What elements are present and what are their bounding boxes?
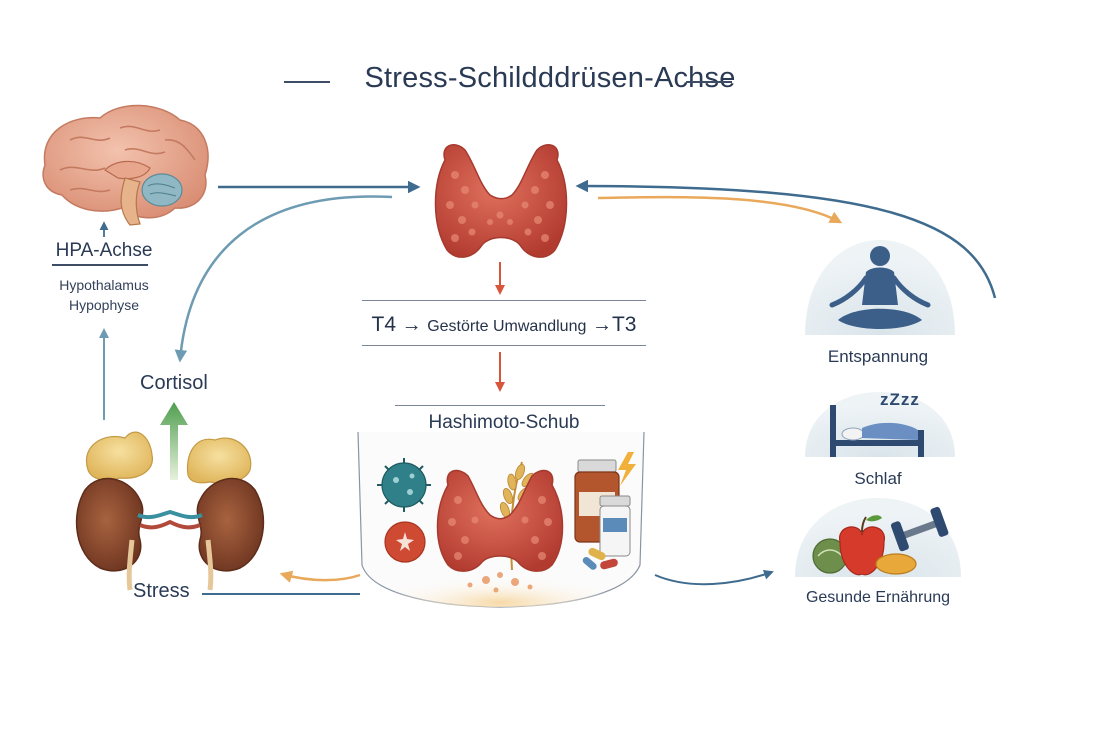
- cell-icon: [384, 521, 426, 563]
- sleep-label: Schlaf: [854, 469, 902, 488]
- zzz-icon: zZzz: [880, 390, 920, 409]
- conversion-rule-top: [362, 300, 646, 302]
- stress-label: Stress: [133, 580, 190, 602]
- arrow-relaxation-to-thyroid: [575, 179, 997, 299]
- arrow-thyroid-to-relaxation: [597, 195, 843, 224]
- cortisol-green-arrow: [160, 402, 188, 480]
- kidneys-icon: [75, 431, 265, 591]
- nutrition-icon: [795, 498, 961, 577]
- conversion-rule-bottom: [362, 345, 646, 347]
- hpa-axis-rule: [52, 264, 148, 266]
- title-rule-right: [686, 81, 732, 83]
- disturbed-conversion-label: Gestörte Umwandlung: [427, 318, 587, 335]
- inflamed-thyroid-icon: [436, 469, 564, 593]
- arrow-hashimoto-to-stress: [202, 570, 361, 595]
- brain-icon: [42, 104, 209, 226]
- hpa-hypothalamus-label: Hypothalamus: [59, 277, 149, 293]
- arrow-t3-icon: →: [591, 314, 612, 336]
- nutrition-label: Gesunde Ernährung: [805, 589, 951, 606]
- thyroid-icon: [434, 144, 568, 258]
- hpa-pituitary-label: Hypophyse: [68, 297, 140, 313]
- arrow-hashimoto-to-nutrition: [654, 569, 774, 586]
- sleep-icon: [805, 392, 955, 457]
- hashimoto-label: Hashimoto-Schub: [428, 412, 580, 433]
- meditation-icon: [805, 240, 955, 335]
- relaxation-label: Entspannung: [827, 347, 929, 366]
- cortisol-label: Cortisol: [140, 372, 208, 394]
- t4-label: T4: [371, 313, 397, 336]
- hashimoto-rule: [395, 405, 605, 407]
- arrow-thyroid-to-cortisol: [174, 195, 393, 363]
- arrow-t4-icon: →: [401, 314, 422, 336]
- medication-icon: [574, 452, 636, 570]
- conversion-label: T4 → Gestörte Umwandlung →T3: [354, 313, 654, 337]
- diagram-title: Stress-Schildddrüsen-Achse: [364, 62, 736, 94]
- virus-icon: [377, 458, 431, 512]
- title-rule-left: [284, 81, 330, 83]
- hpa-axis-title: HPA-Achse: [55, 240, 153, 261]
- t3-label: T3: [611, 313, 637, 336]
